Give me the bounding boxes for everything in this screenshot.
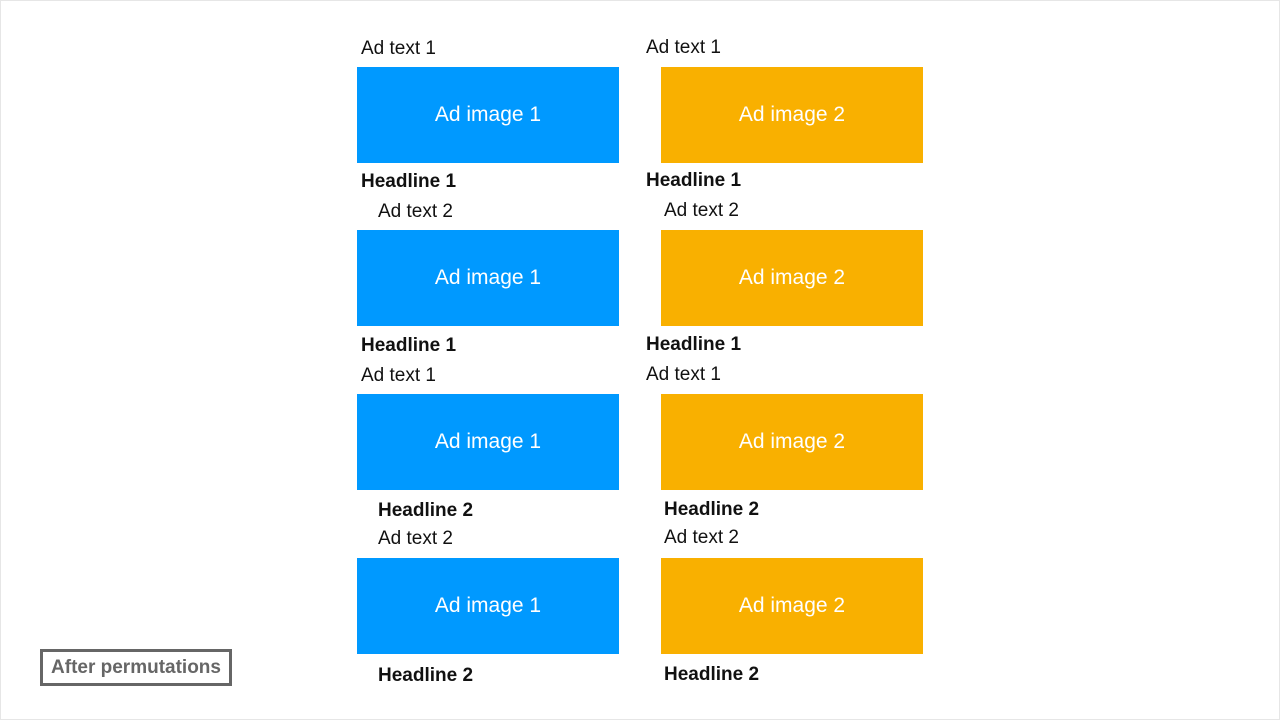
after-permutations-label: After permutations [40, 649, 232, 686]
ad-text: Ad text 1 [361, 38, 436, 59]
headline: Headline 1 [361, 171, 457, 192]
headline: Headline 2 [378, 665, 474, 686]
ad-image-1: Ad image 1 [357, 558, 619, 654]
ad-image-1: Ad image 1 [357, 230, 619, 326]
ad-image-1: Ad image 1 [357, 67, 619, 163]
ad-image-1: Ad image 1 [357, 394, 619, 490]
headline: Headline 2 [664, 499, 760, 520]
ad-text: Ad text 2 [378, 528, 453, 549]
ad-text: Ad text 1 [646, 364, 721, 385]
ad-image-2: Ad image 2 [661, 394, 923, 490]
ad-image-2: Ad image 2 [661, 230, 923, 326]
ad-image-2: Ad image 2 [661, 558, 923, 654]
headline: Headline 2 [378, 500, 474, 521]
headline: Headline 1 [361, 335, 457, 356]
ad-image-2: Ad image 2 [661, 67, 923, 163]
headline: Headline 1 [646, 334, 742, 355]
ad-text: Ad text 1 [646, 37, 721, 58]
ad-text: Ad text 2 [664, 200, 739, 221]
ad-text: Ad text 2 [664, 527, 739, 548]
headline: Headline 2 [664, 664, 760, 685]
ad-text: Ad text 1 [361, 365, 436, 386]
ad-text: Ad text 2 [378, 201, 453, 222]
headline: Headline 1 [646, 170, 742, 191]
